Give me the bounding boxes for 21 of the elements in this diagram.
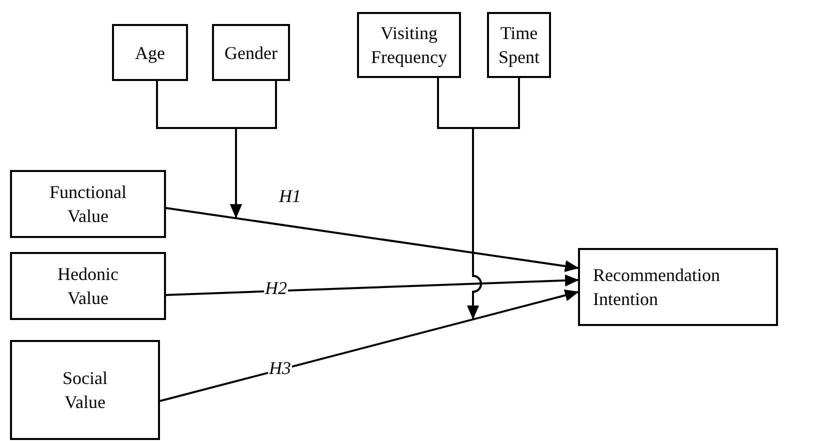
box-label: Recommendation Intention bbox=[593, 264, 721, 311]
arrow bbox=[166, 274, 579, 296]
box-label: Age bbox=[134, 42, 166, 64]
box-label: Social Value bbox=[62, 367, 108, 414]
box-label: Visiting Frequency bbox=[370, 22, 448, 69]
arrow bbox=[230, 81, 277, 218]
arrow bbox=[166, 207, 579, 272]
box-label: Gender bbox=[224, 42, 278, 64]
text-box bbox=[10, 252, 166, 320]
text-box bbox=[212, 24, 290, 81]
box-label: Hedonic Value bbox=[56, 263, 120, 310]
text-box bbox=[112, 24, 188, 81]
text-box bbox=[10, 340, 160, 440]
text-box bbox=[487, 12, 551, 78]
arrow bbox=[160, 289, 579, 402]
box-label: Functional Value bbox=[48, 181, 128, 228]
arrow bbox=[467, 78, 520, 320]
text-box bbox=[578, 248, 778, 326]
box-label: Time Spent bbox=[497, 22, 540, 69]
text-box bbox=[10, 170, 166, 238]
text-box bbox=[357, 12, 461, 78]
